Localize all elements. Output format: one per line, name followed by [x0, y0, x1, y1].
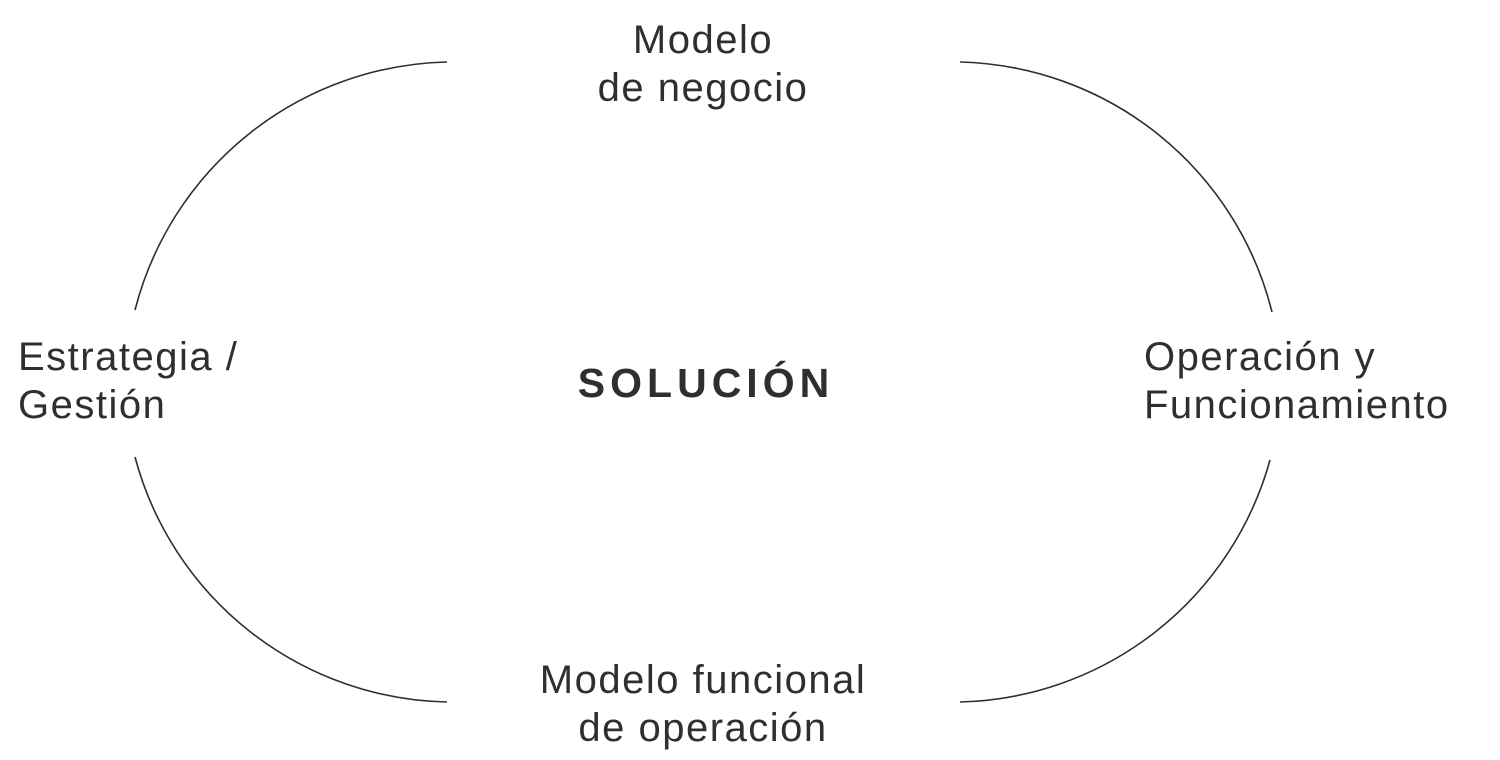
node-business-model: Modelo de negocio [598, 16, 809, 112]
node-line: Modelo [632, 18, 774, 62]
node-functional-model: Modelo funcional de operación [540, 656, 866, 752]
node-line: Modelo funcional [539, 658, 867, 702]
node-line: Operación y [1144, 335, 1377, 379]
node-strategy: Estrategia / Gestión [18, 333, 238, 429]
node-line: de negocio [597, 66, 809, 110]
arc-bottom-right [959, 459, 1271, 703]
node-line: Gestión [18, 383, 167, 427]
node-line: Estrategia / [18, 335, 239, 379]
arc-top-right [959, 61, 1273, 313]
arc-top-left [134, 61, 448, 311]
node-line: de operación [578, 706, 828, 750]
node-line: Funcionamiento [1144, 383, 1450, 427]
center-solution: SOLUCIÓN [577, 360, 835, 406]
node-operation: Operación y Funcionamiento [1144, 333, 1450, 429]
arc-bottom-left [134, 456, 448, 703]
